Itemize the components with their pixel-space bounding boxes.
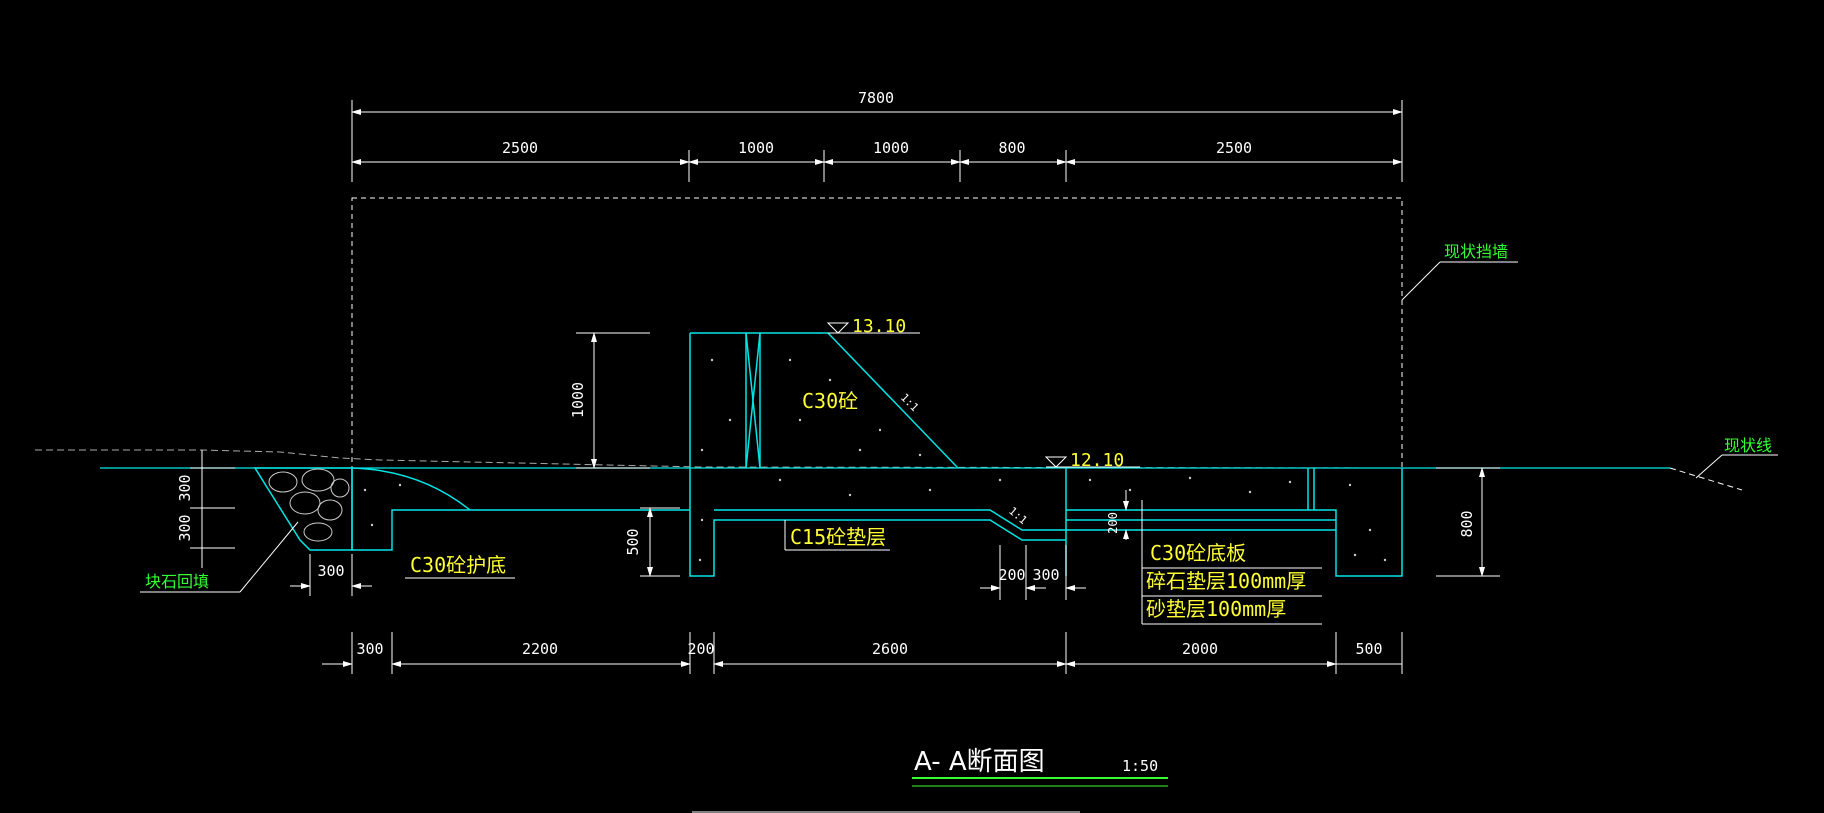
dim-top-seg1: 2500	[502, 139, 538, 157]
drawing-scale: 1:50	[1122, 757, 1158, 775]
label-c15-cushion: C15砼垫层	[790, 525, 886, 549]
left-vertical-dims	[190, 332, 680, 577]
label-c30-protect-base: C30砼护底	[410, 553, 506, 577]
bottom-dimension-chain	[322, 632, 1403, 674]
dim-300-a: 300	[176, 474, 194, 501]
label-c30-floor: C30砼底板	[1150, 541, 1246, 565]
label-existing-line: 现状线	[1724, 436, 1772, 455]
stone-fill-leader	[140, 521, 299, 593]
label-slope-a: 1:1	[898, 391, 921, 414]
dim-height-1000: 1000	[569, 382, 587, 418]
dim-bottom-seg3: 200	[687, 640, 714, 658]
dim-200: 200	[998, 566, 1025, 584]
elevation-top: 13.10	[852, 316, 906, 337]
label-slope-b: 1:1	[1006, 504, 1030, 527]
dim-top-seg5: 2500	[1216, 139, 1252, 157]
existing-line-slope	[1669, 467, 1743, 491]
existing-wall-leader	[1401, 261, 1518, 301]
dim-bottom-seg1: 300	[356, 640, 383, 658]
existing-line-leader	[1695, 454, 1778, 479]
dim-bottom-seg5: 2000	[1182, 640, 1218, 658]
elevation-mid: 12.10	[1070, 450, 1124, 471]
drawing-title: A- A断面图	[914, 747, 1045, 777]
top-dimension-chain	[351, 100, 1403, 182]
dim-top-seg2: 1000	[738, 139, 774, 157]
dim-bottom-seg4: 2600	[872, 640, 908, 658]
stone-fill-rocks	[268, 468, 350, 542]
step-dims	[980, 545, 1086, 600]
dim-top-seg4: 800	[998, 139, 1025, 157]
label-existing-wall: 现状挡墙	[1444, 242, 1508, 261]
dim-300-c: 300	[317, 562, 344, 580]
dim-bottom-seg6: 500	[1355, 640, 1382, 658]
dim-300-b: 300	[176, 514, 194, 541]
elevation-top-mark	[826, 322, 920, 334]
dim-500: 500	[624, 528, 642, 555]
dim-800: 800	[1458, 510, 1476, 537]
dim-bottom-seg2: 2200	[522, 640, 558, 658]
label-gravel-layer: 碎石垫层100mm厚	[1146, 569, 1306, 593]
right-vertical-dim	[1436, 467, 1500, 577]
dim-total-7800: 7800	[858, 89, 894, 107]
dim-300-d: 300	[1032, 566, 1059, 584]
label-sand-layer: 砂垫层100mm厚	[1146, 597, 1286, 621]
label-stone-fill: 块石回填	[145, 572, 209, 591]
elevation-mid-mark	[1044, 456, 1140, 468]
concrete-hatching	[363, 358, 1387, 562]
stone-base-dim	[290, 554, 372, 596]
existing-ground-dashed-line	[35, 449, 1403, 469]
floor-label-underlines	[1141, 500, 1322, 625]
label-c30-concrete: C30砼	[802, 389, 858, 413]
dim-top-seg3: 1000	[873, 139, 909, 157]
dim-200-vertical: 200	[1106, 512, 1120, 534]
